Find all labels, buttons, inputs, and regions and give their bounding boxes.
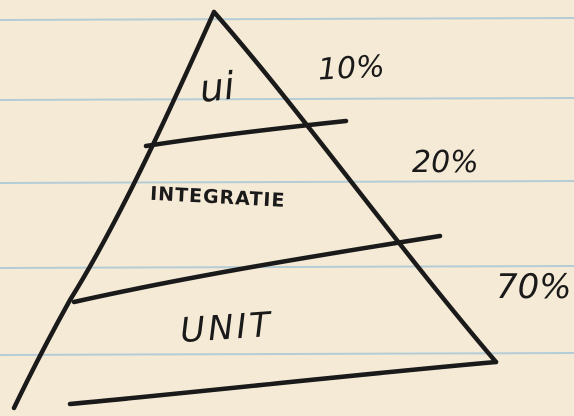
layer-label-unit: UNIT <box>179 305 275 351</box>
ruled-lines <box>0 17 574 356</box>
ruled-line <box>0 352 574 356</box>
pyramid-base <box>67 359 499 407</box>
percent-unit: 70% <box>496 267 572 307</box>
layer-label-ui: ui <box>197 64 236 111</box>
ruled-line <box>0 180 574 184</box>
percent-integratie: 20% <box>412 145 479 180</box>
pyramid-outline <box>11 9 499 411</box>
pyramid-right-edge <box>211 9 499 365</box>
divider-ui-integratie <box>143 118 349 149</box>
pyramid-left-edge <box>11 9 217 411</box>
percent-ui: 10% <box>317 49 385 87</box>
layer-label-integratie: INTEGRATIE <box>150 183 286 212</box>
divider-integratie-unit <box>71 233 443 305</box>
ruled-line <box>0 265 574 269</box>
ruled-line <box>0 17 574 21</box>
